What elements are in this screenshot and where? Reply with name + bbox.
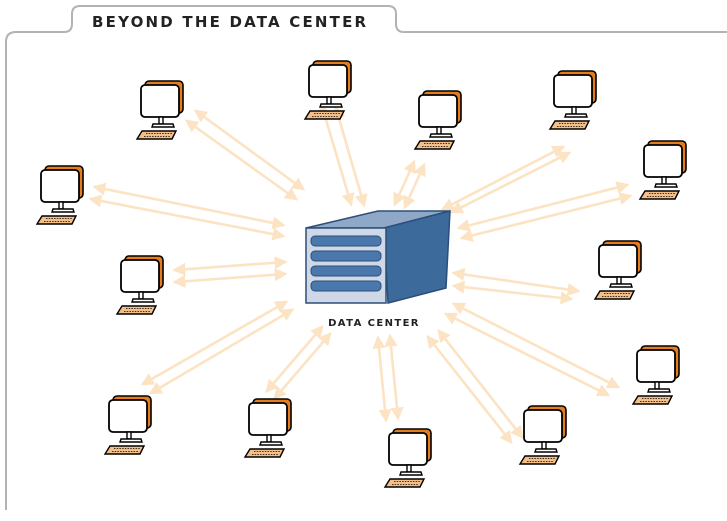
connection-arrow bbox=[148, 308, 295, 395]
computer-terminal bbox=[593, 240, 642, 300]
drive-bay bbox=[310, 280, 382, 292]
computer-terminal bbox=[638, 140, 687, 200]
computer-terminal bbox=[518, 405, 567, 465]
connection-arrow bbox=[172, 256, 288, 276]
connection-arrow bbox=[443, 312, 611, 397]
diagram-frame bbox=[5, 5, 727, 510]
connection-arrow bbox=[140, 300, 289, 386]
computer-terminal bbox=[103, 395, 152, 455]
computer-terminal bbox=[631, 345, 680, 405]
connection-arrow bbox=[372, 335, 392, 423]
connection-arrow bbox=[88, 194, 286, 241]
connection-arrow bbox=[403, 162, 426, 210]
connection-arrow bbox=[332, 105, 368, 208]
computer-terminal bbox=[383, 428, 432, 488]
connection-arrow bbox=[318, 103, 355, 207]
connection-arrow bbox=[451, 302, 621, 389]
data-center-label: DATA CENTER bbox=[328, 318, 420, 329]
computer-terminal bbox=[135, 80, 184, 140]
connection-arrow bbox=[184, 119, 299, 201]
connection-arrow bbox=[384, 333, 404, 421]
computer-terminal bbox=[548, 70, 597, 130]
computer-terminal bbox=[243, 398, 292, 458]
connection-arrow bbox=[393, 159, 416, 207]
connection-arrow bbox=[172, 268, 288, 288]
connection-arrow bbox=[265, 325, 324, 393]
drive-bay bbox=[310, 265, 382, 277]
connection-arrows bbox=[88, 103, 633, 445]
connection-arrow bbox=[456, 181, 630, 232]
drive-bay bbox=[310, 250, 382, 262]
computer-terminal bbox=[303, 60, 352, 120]
diagram-title: BEYOND THE DATA CENTER bbox=[92, 13, 368, 31]
connection-arrow bbox=[193, 109, 306, 191]
computer-terminal bbox=[35, 165, 84, 225]
connection-arrow bbox=[426, 334, 513, 445]
connection-arrow bbox=[440, 145, 566, 211]
connection-arrow bbox=[459, 192, 633, 242]
connection-arrow bbox=[273, 332, 332, 400]
data-center-server bbox=[305, 210, 451, 304]
connection-arrow bbox=[451, 280, 574, 305]
terminals bbox=[35, 60, 687, 488]
drive-bay bbox=[310, 235, 382, 247]
connection-arrow bbox=[437, 328, 524, 440]
computer-terminal bbox=[115, 255, 164, 315]
computer-terminal bbox=[413, 90, 462, 150]
